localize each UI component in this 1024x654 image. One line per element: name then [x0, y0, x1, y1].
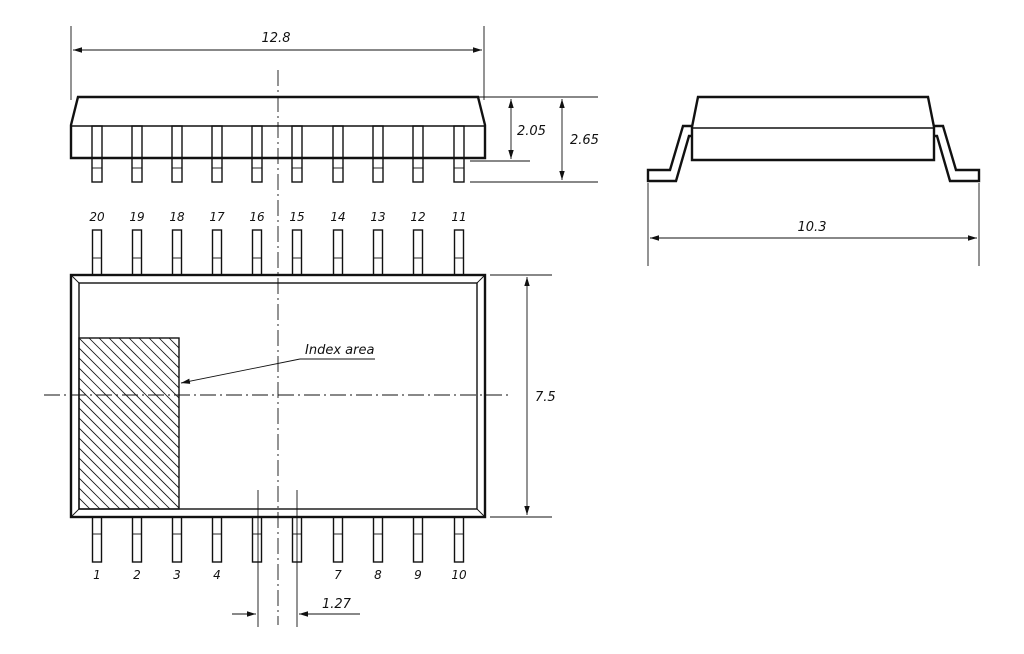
bottom-lead [412, 516, 424, 563]
chamfer-br [476, 508, 486, 518]
hatch-line [178, 338, 179, 339]
hatch-line [0, 338, 70, 509]
pin-number: 4 [213, 568, 221, 582]
body-width-label: 7.5 [535, 390, 556, 405]
pin-number: 18 [169, 210, 185, 224]
hatch-line [108, 338, 179, 409]
pin-number: 14 [330, 210, 345, 224]
top-lead [171, 229, 183, 276]
hatch-line [148, 338, 179, 369]
pin-number: 1 [93, 568, 101, 582]
pin-number: 7 [334, 568, 342, 582]
bottom-lead [251, 516, 263, 563]
hatch-line [118, 338, 179, 399]
top-body-outline [69, 273, 487, 519]
side-view-top: 12.8 2.05 2.65 [69, 26, 599, 625]
top-lead [131, 229, 143, 276]
hatch-line [79, 437, 151, 509]
total-height-label: 2.65 [570, 133, 599, 148]
hatch-line [98, 338, 179, 419]
top-lead [291, 229, 303, 276]
hatch-line [128, 338, 179, 389]
side-lead [171, 125, 183, 183]
hatch-line [79, 397, 179, 499]
hatch-line [79, 357, 179, 459]
bottom-lead [131, 516, 143, 563]
pin-number: 9 [414, 568, 422, 582]
hatch-line [79, 387, 179, 489]
side-leads [91, 125, 465, 183]
top-lead [372, 229, 384, 276]
pin-number: 12 [410, 210, 425, 224]
pin-number: 16 [249, 210, 265, 224]
hatch-line [158, 338, 179, 359]
bottom-lead [171, 516, 183, 563]
index-area-hatch [0, 338, 360, 509]
hatch-line [189, 338, 360, 509]
chamfer-tr [476, 274, 486, 284]
body-height-label: 2.05 [517, 124, 546, 139]
hatch-line [138, 338, 179, 379]
lead-span-label: 10.3 [798, 220, 827, 235]
hatch-line [88, 338, 179, 429]
bottom-lead [332, 516, 344, 563]
top-lead [251, 229, 263, 276]
hatch-line [79, 457, 131, 509]
length-dimension-label: 12.8 [262, 31, 291, 46]
side-lead [291, 125, 303, 183]
hatch-line [79, 377, 179, 479]
hatch-line [168, 338, 179, 349]
end-view: 10.3 [646, 95, 981, 266]
hatch-line [79, 467, 121, 509]
bottom-lead [91, 516, 103, 563]
pin-number: 10 [451, 568, 467, 582]
pin-number: 13 [370, 210, 385, 224]
hatch-line [79, 427, 161, 509]
top-lead [91, 229, 103, 276]
pin-number: 3 [173, 568, 181, 582]
pitch-label: 1.27 [322, 597, 352, 612]
hatch-line [79, 507, 81, 509]
top-lead [412, 229, 424, 276]
hatch-line [79, 417, 171, 509]
side-lead [332, 125, 344, 183]
side-lead [251, 125, 263, 183]
end-lead-right [934, 124, 981, 183]
hatch-line [79, 477, 111, 509]
hatch-line [79, 497, 91, 509]
bottom-pin-numbers: 1 2 3 4 7 8 9 10 [93, 568, 467, 582]
pin-number: 20 [89, 210, 105, 224]
end-lead-left [646, 124, 692, 183]
index-area-label: Index area [305, 343, 374, 358]
side-lead [91, 125, 103, 183]
bottom-lead [211, 516, 223, 563]
side-lead [372, 125, 384, 183]
chamfer-bl [70, 508, 80, 518]
hatch-line [79, 367, 179, 469]
bottom-lead [453, 516, 465, 563]
pin-number: 2 [133, 568, 141, 582]
pin-number: 15 [289, 210, 304, 224]
pin-number: 8 [374, 568, 382, 582]
side-lead [211, 125, 223, 183]
side-lead [131, 125, 143, 183]
side-lead [412, 125, 424, 183]
top-lead [332, 229, 344, 276]
hatch-line [79, 447, 141, 509]
pin-number: 17 [209, 210, 225, 224]
bottom-lead [372, 516, 384, 563]
hatch-line [79, 338, 179, 439]
hatch-line [79, 347, 179, 449]
pin-number: 19 [129, 210, 144, 224]
index-leader-line [180, 358, 301, 384]
chamfer-tl [70, 274, 80, 284]
hatch-line [79, 407, 179, 509]
top-lead [453, 229, 465, 276]
top-pin-numbers: 20 19 18 17 16 15 14 13 12 11 [89, 210, 466, 224]
side-lead [453, 125, 465, 183]
top-lead [211, 229, 223, 276]
pin-number: 11 [451, 210, 466, 224]
